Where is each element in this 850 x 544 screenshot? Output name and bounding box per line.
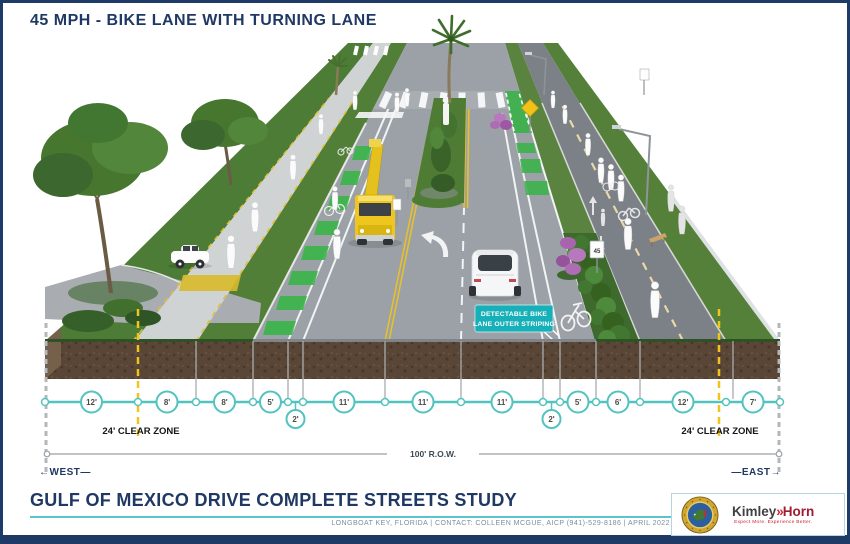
pedestrian-sign — [520, 98, 540, 133]
dimension-segment: 5' — [566, 390, 590, 414]
right-edge-wall — [667, 191, 780, 343]
bike-symbol-path — [617, 207, 641, 222]
speed-limit-value: 45 — [594, 249, 601, 255]
sedan-car — [469, 249, 521, 301]
left-trees — [33, 54, 348, 332]
svg-text:11': 11' — [497, 398, 507, 407]
earth-cross-section — [45, 327, 780, 379]
dimension-segment: 11' — [332, 390, 356, 414]
dimension-segment: 7' — [741, 390, 765, 414]
dimension-segment: 6' — [606, 390, 630, 414]
logo-box: Kimley»Horn Expect More. Experience Bett… — [671, 493, 845, 536]
row-line: 100' R.O.W. — [43, 449, 783, 459]
far-crosswalk — [353, 45, 389, 56]
svg-text:5': 5' — [267, 398, 273, 407]
svg-text:8': 8' — [221, 398, 227, 407]
dimension-segment: 2' — [285, 409, 306, 429]
ebl-bike-symbol — [560, 302, 592, 332]
svg-text:12': 12' — [86, 398, 97, 407]
left-turn-arrow — [421, 231, 449, 257]
dimension-segment: 2' — [541, 409, 562, 429]
footer-navy-bar — [3, 535, 847, 541]
svg-text:11': 11' — [418, 398, 428, 407]
dimension-segment: 12' — [80, 390, 103, 414]
path-centerline — [560, 102, 684, 342]
svg-text:7': 7' — [750, 398, 756, 407]
dimension-line: 12' 8' 8' 5' 2' 11' 11' 11' 2' 5' 6' 12'… — [40, 390, 785, 429]
row-total-label: 100' R.O.W. — [410, 449, 456, 459]
kimley-horn-part1: Kimley — [732, 504, 777, 519]
green-bike-crossing — [505, 91, 549, 195]
parked-car — [168, 245, 212, 269]
callout-line1: DETECTABLE BIKE — [481, 311, 548, 318]
small-palm-tree — [328, 54, 348, 96]
kimley-horn-logo: Kimley»Horn Expect More. Experience Bett… — [732, 504, 814, 525]
bucket-truck — [348, 139, 402, 248]
median-palm-tree — [431, 14, 472, 104]
street-light — [525, 52, 652, 216]
svg-text:2': 2' — [292, 415, 298, 424]
wb-bike-marking — [337, 146, 354, 156]
clear-zone-right-label: 24' CLEAR ZONE — [681, 426, 758, 437]
dimension-segment: 12' — [671, 390, 695, 414]
bench — [649, 233, 667, 247]
kimley-horn-chevrons: » — [776, 504, 783, 519]
clear-zone-left-label: 24' CLEAR ZONE — [102, 426, 179, 437]
lane-drop-lines — [195, 341, 734, 399]
median-island — [412, 14, 472, 208]
flower-bushes — [490, 113, 586, 280]
small-signs — [392, 68, 650, 225]
path-cyclist-wheels — [602, 181, 620, 192]
dimension-segment: 11' — [411, 390, 435, 414]
footer-subtitle: LONGBOAT KEY, FLORIDA | CONTACT: COLLEEN… — [331, 520, 670, 527]
pedestrian-figures — [226, 87, 686, 319]
median-statue — [442, 96, 450, 125]
page-title: 45 MPH - BIKE LANE WITH TURNING LANE — [30, 12, 377, 29]
footer-rule — [30, 516, 672, 518]
east-label: —EAST→ — [731, 467, 781, 478]
detectable-striping-callout: DETECTABLE BIKE LANE OUTER STRIPING — [473, 304, 560, 341]
multi-use-path — [133, 43, 391, 343]
callout-line2: LANE OUTER STRIPING — [473, 321, 555, 328]
svg-text:6': 6' — [615, 398, 621, 407]
svg-text:2': 2' — [548, 415, 554, 424]
kimley-horn-part2: Horn — [782, 504, 815, 519]
svg-text:8': 8' — [164, 398, 170, 407]
footer: GULF OF MEXICO DRIVE COMPLETE STREETS ST… — [3, 487, 847, 541]
speed-limit-sign: 45 — [589, 240, 605, 273]
dimension-segment: 5' — [259, 390, 282, 414]
kimley-horn-tagline: Expect More. Experience Better. — [734, 520, 813, 525]
tactile-band — [179, 275, 241, 291]
svg-text:5': 5' — [575, 398, 581, 407]
svg-text:12': 12' — [678, 398, 689, 407]
street-rendering: DETECTABLE BIKE LANE OUTER STRIPING 45 — [33, 14, 785, 478]
dimension-segment: 8' — [213, 390, 236, 414]
west-label: ←WEST— — [39, 467, 91, 478]
footer-title: GULF OF MEXICO DRIVE COMPLETE STREETS ST… — [30, 490, 517, 510]
dimension-segment: 8' — [155, 390, 179, 414]
bush — [62, 310, 114, 332]
svg-text:11': 11' — [339, 398, 349, 407]
dimension-segment: 11' — [490, 390, 514, 414]
dimension-junction-dots — [40, 397, 785, 407]
longboat-key-seal — [681, 495, 719, 534]
bush — [125, 310, 161, 326]
